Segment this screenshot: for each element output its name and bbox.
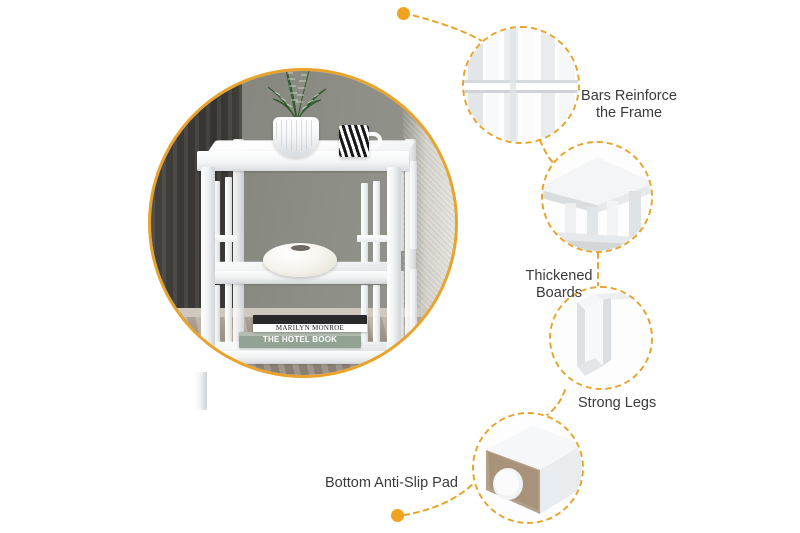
main-product-photo: THE HOTEL BOOK MARILYN MONROE [148,68,458,378]
callout-label-strong-legs: Strong Legs [578,395,657,411]
mug-handle [367,132,382,149]
callout-label-bars-reinforce-frame: Bars Reinforce the Frame [581,88,677,121]
plant-pot [273,117,319,157]
side-slat [373,181,380,273]
side-slat [213,181,220,273]
end-table: THE HOTEL BOOK MARILYN MONROE [197,71,417,375]
callout-label-bottom-anti-slip-pad: Bottom Anti-Slip Pad [325,475,458,491]
book-stack: THE HOTEL BOOK MARILYN MONROE [235,315,367,355]
baseboard [151,308,455,318]
side-slat [225,177,232,273]
table-leg-front-right [387,167,401,375]
middle-shelf-edge [207,271,399,284]
callout-label-thickened-boards: Thickened Boards [525,268,593,301]
side-slat [225,283,232,353]
table-post-back-left [233,139,244,353]
callout-bubble-thickened-boards [541,141,653,253]
side-slat [410,161,417,249]
side-slat [410,269,417,341]
book-bottom: THE HOTEL BOOK [239,332,361,348]
bottom-shelf-edge [207,351,399,364]
callout-bubble-bottom-anti-slip-pad [472,412,584,524]
marker-dot-bottom [391,509,404,522]
side-slat [213,285,220,355]
callout-bubble-strong-legs [549,286,653,390]
ceramic-vase [263,243,337,277]
book-top-title: MARILYN MONROE [275,324,345,332]
book-bottom-title: THE HOTEL BOOK [262,335,338,344]
table-leg-overflow [194,372,207,410]
callout-bubble-bars-reinforce-frame [462,26,580,144]
book-top: MARILYN MONROE [253,315,367,332]
zebra-mug [339,125,369,157]
table-leg-front-left [201,167,215,375]
marker-dot-top [397,7,410,20]
side-rail [209,235,237,242]
succulent-plant-icon [267,71,327,122]
side-rail [357,235,387,242]
side-slat [361,183,368,273]
side-slat [373,285,380,355]
